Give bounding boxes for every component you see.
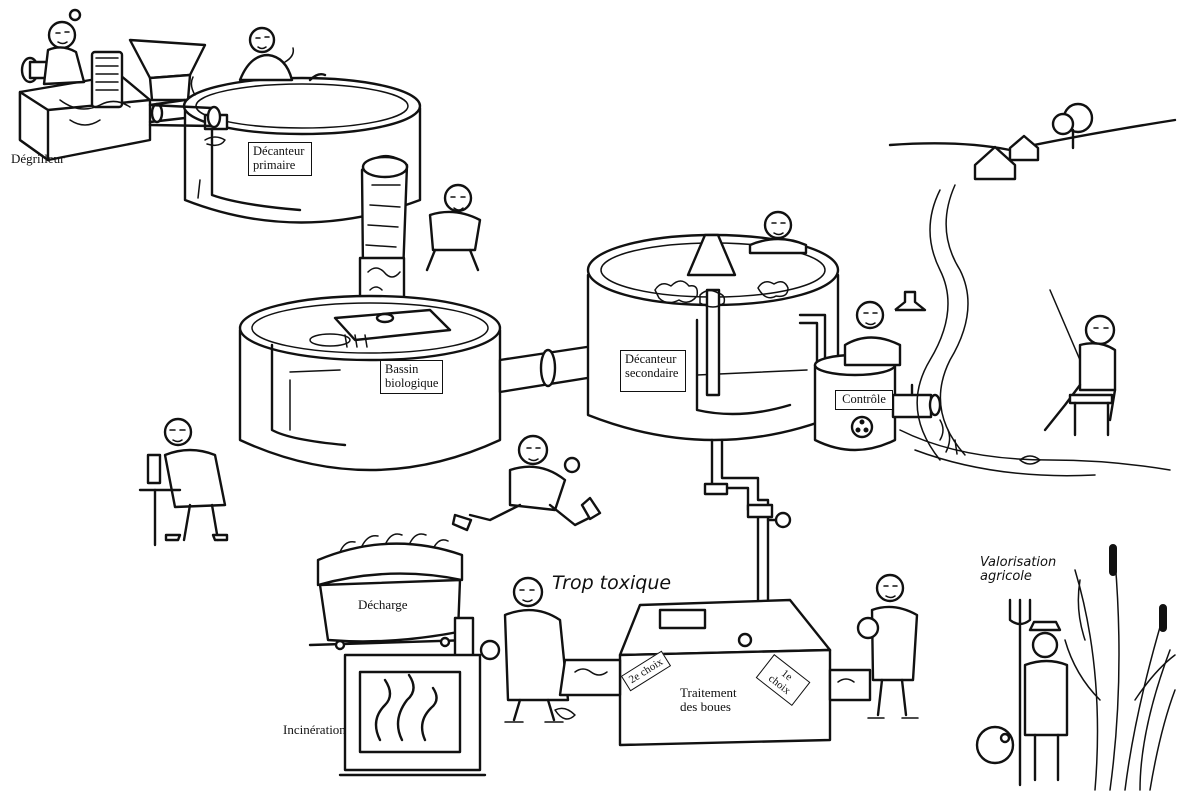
label-trop-toxique: Trop toxique [552,572,672,594]
worker-trop-toxique [479,576,576,723]
label-degrilleur: Dégrilleur [11,151,65,166]
worker-degrilleur [42,8,86,86]
sign-decanteur-secondaire-line2: secondaire [625,365,679,380]
decanteur-secondaire-tank [586,233,840,442]
sign-decanteur-secondaire: Décanteur secondaire [620,350,686,392]
pipe-degrilleur-to-primaire [148,103,222,129]
label-valorisation-line2: agricole [980,569,1032,585]
worker-primaire [238,26,327,82]
sign-decanteur-primaire: Décanteur primaire [248,142,312,176]
sign-bassin-line1: Bassin [385,362,419,376]
fisherman [1019,289,1117,465]
sign-bassin-biologique: Bassin biologique [380,360,443,394]
label-valorisation-line1: Valorisation [980,555,1057,570]
worker-running [451,434,602,532]
traitement-unit [558,598,872,747]
sign-bassin-line2: biologique [385,375,439,390]
label-traitement-line2: des boues [680,698,731,714]
pipe-primaire-to-bassin [358,155,409,300]
farmer [975,598,1069,787]
label-traitement-line1: Traitement [680,685,737,700]
sign-controle: Contrôle [835,390,893,410]
worker-controle [843,290,927,367]
label-traitement: Traitement des boues [680,686,737,713]
worker-traitement [856,573,919,719]
sign-decanteur-secondaire-line1: Décanteur [625,352,677,366]
label-incineration: Incinération [283,722,346,737]
sign-decanteur-primaire-line1: Décanteur [253,144,305,158]
sign-decanteur-primaire-line2: primaire [253,157,296,172]
worker-microscope [138,417,229,547]
decharge-container [308,533,472,651]
reeds [1064,544,1176,791]
label-decharge: Décharge [358,597,408,612]
bassin-biologique-tank [238,294,502,472]
worker-secondaire [748,210,808,255]
pipe-secondaire-to-traitement [703,438,792,607]
worker-pipe [425,183,482,272]
incineration-furnace [338,616,487,777]
countryside-hill [888,102,1177,477]
label-valorisation-agricole: Valorisation agricole [980,555,1057,585]
